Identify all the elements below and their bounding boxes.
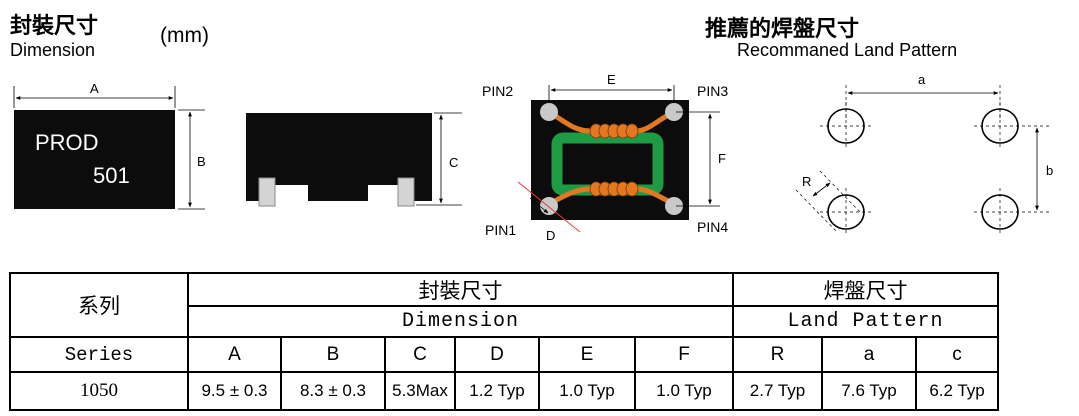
dimension-group-header-en: Dimension (186, 305, 735, 338)
land-group-header-zh: 焊盤尺寸 (732, 272, 1000, 307)
pin4-label: PIN4 (697, 219, 728, 235)
label-f: F (718, 151, 726, 166)
side-view: C (246, 112, 462, 207)
land-label-a: a (918, 72, 926, 87)
label-d: D (546, 228, 555, 243)
pin2-label: PIN2 (482, 83, 513, 99)
column-header: F (633, 336, 735, 373)
table-header-row-1: 系列 封裝尺寸 焊盤尺寸 (9, 272, 1000, 338)
column-header: A (187, 336, 282, 373)
table-cell: 2.7 Typ (732, 371, 824, 411)
table-cell: 8.3 ± 0.3 (280, 371, 386, 411)
component-body-top (14, 110, 175, 209)
dimension-group-header-zh: 封裝尺寸 (186, 272, 735, 307)
table-cell: 6.2 Typ (915, 371, 1000, 411)
table-column-header-row: Series A B C D E F R a c (9, 336, 1000, 373)
table-header-row-2: Dimension Land Pattern (10, 305, 1000, 338)
column-header: c (915, 336, 1000, 373)
label-e: E (607, 72, 616, 87)
side-terminal-right (397, 177, 415, 207)
pin2-pad (540, 103, 558, 121)
pin1-label: PIN1 (485, 222, 516, 238)
pin4-pad (665, 197, 683, 215)
land-label-r: R (802, 174, 811, 189)
top-view: PROD 501 A B (13, 81, 206, 210)
component-body-side (246, 113, 432, 201)
dimension-table: 系列 封裝尺寸 焊盤尺寸 Dimension Land Pattern Seri… (9, 272, 1000, 411)
dimension-title-en: Dimension (10, 40, 96, 60)
dimension-r-line (812, 182, 831, 197)
table-cell: 9.5 ± 0.3 (187, 371, 282, 411)
dimension-d-line (517, 181, 581, 233)
column-header: C (384, 336, 456, 373)
table-cell: 1.0 Typ (633, 371, 735, 411)
table-cell: 1.0 Typ (538, 371, 636, 411)
label-c: C (449, 155, 458, 170)
column-header: R (732, 336, 824, 373)
table-cell: 5.3Max (384, 371, 456, 411)
series-header-en: Series (9, 336, 189, 373)
dimension-title-zh: 封裝尺寸 (10, 14, 99, 39)
land-group-header-en: Land Pattern (732, 305, 1000, 338)
table-cell: 7.6 Typ (821, 371, 918, 411)
label-a: A (90, 81, 99, 96)
table-row: 1050 9.5 ± 0.3 8.3 ± 0.3 5.3Max 1.2 Typ … (9, 371, 1000, 411)
unit-label: (mm) (160, 24, 209, 47)
land-pattern-title-en: Recommaned Land Pattern (737, 40, 958, 60)
column-header: D (454, 336, 540, 373)
pin3-pad (665, 103, 683, 121)
side-terminal-left (258, 177, 276, 207)
pin3-label: PIN3 (697, 83, 728, 99)
land-pattern-title-zh: 推薦的焊盤尺寸 (705, 17, 860, 42)
dimension-drawings: PROD 501 A B C E (13, 72, 1053, 243)
label-b: B (197, 154, 206, 169)
table-cell: 1.2 Typ (454, 371, 540, 411)
series-header-zh: 系列 (9, 272, 189, 338)
column-header: B (280, 336, 386, 373)
column-header: a (821, 336, 918, 373)
bottom-view: E F PIN2 PIN3 PIN1 PIN4 D (482, 72, 728, 243)
part-number-line2: 501 (93, 163, 130, 188)
land-label-b: b (1046, 163, 1053, 178)
part-number-line1: PROD (35, 130, 99, 155)
column-header: E (538, 336, 636, 373)
land-pattern-view: a R b (795, 72, 1053, 236)
series-value: 1050 (9, 371, 189, 411)
